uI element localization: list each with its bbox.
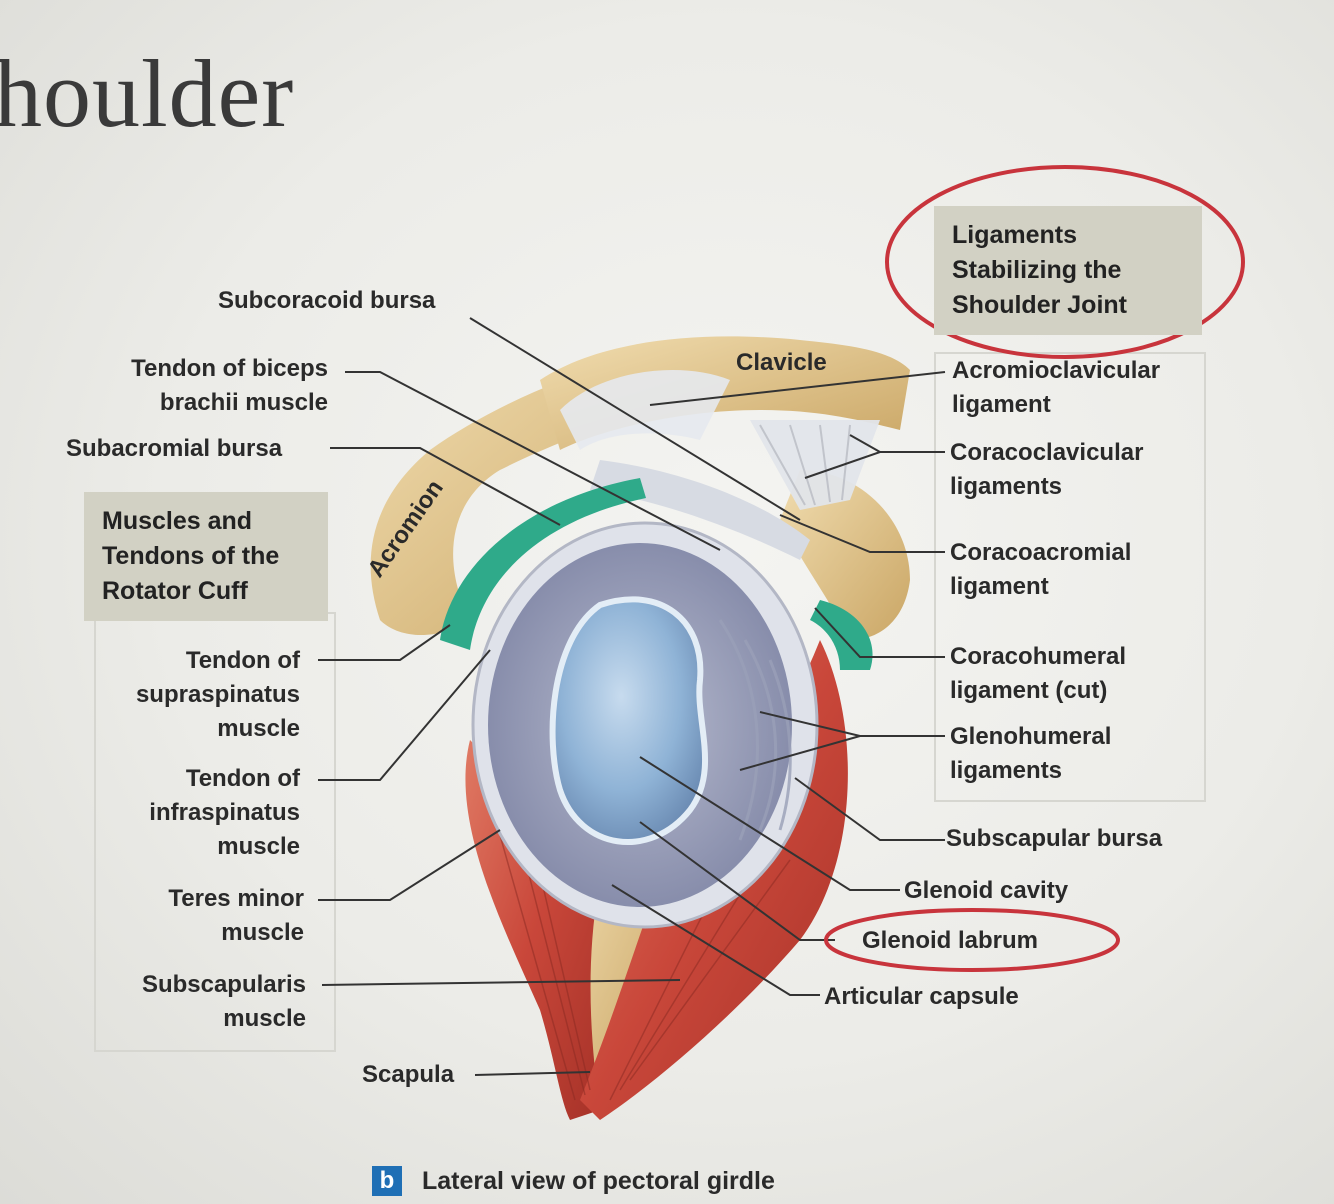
- label-coracoacromial: Coracoacromial ligament: [950, 539, 1132, 600]
- ligaments-highlight-circle: [885, 165, 1245, 359]
- glenoid-labrum-highlight-circle: [824, 908, 1120, 972]
- glenoid-cavity-shape: [549, 596, 709, 845]
- ligaments-panel: [934, 352, 1206, 802]
- label-tendon-supraspinatus: Tendon of supraspinatus muscle: [135, 647, 300, 742]
- label-subscapularis: Subscapularis muscle: [141, 971, 306, 1032]
- label-glenoid-labrum: Glenoid labrum: [862, 927, 1039, 954]
- label-coracoclavicular: Coracoclavicular ligaments: [950, 439, 1144, 500]
- label-tendon-biceps: Tendon of biceps brachii muscle: [131, 355, 328, 416]
- coracoid-process: [780, 470, 910, 640]
- label-clavicle: Clavicle: [736, 349, 827, 376]
- label-subcoracoid-bursa: Subcoracoid bursa: [218, 287, 436, 314]
- caption-badge: b: [372, 1166, 402, 1197]
- rotator-cuff-box-title: Muscles and Tendons of the Rotator Cuff: [84, 492, 328, 621]
- label-scapula: Scapula: [362, 1061, 455, 1088]
- label-tendon-infraspinatus: Tendon of infraspinatus muscle: [149, 765, 300, 860]
- label-subscapular-bursa: Subscapular bursa: [946, 825, 1163, 852]
- slide-heading: houlder: [0, 40, 295, 147]
- supraspinatus-tendon-shape: [440, 478, 646, 650]
- label-coracohumeral: Coracohumeral ligament (cut): [950, 643, 1127, 704]
- label-subacromial-bursa: Subacromial bursa: [66, 435, 283, 462]
- label-teres-minor: Teres minor muscle: [168, 885, 304, 946]
- coracoacromial-ligament-shape: [590, 460, 810, 560]
- label-acromioclavicular: Acromioclavicular ligament: [952, 357, 1161, 418]
- caption-text: Lateral view of pectoral girdle: [422, 1166, 775, 1195]
- acromioclavicular-ligament-shape: [560, 370, 730, 450]
- label-articular-capsule: Articular capsule: [824, 983, 1019, 1010]
- ligaments-box-title: Ligaments Stabilizing the Shoulder Joint: [934, 206, 1202, 335]
- label-glenohumeral: Glenohumeral ligaments: [950, 723, 1112, 784]
- figure-caption: b Lateral view of pectoral girdle: [372, 1166, 775, 1197]
- label-glenoid-cavity: Glenoid cavity: [904, 877, 1069, 904]
